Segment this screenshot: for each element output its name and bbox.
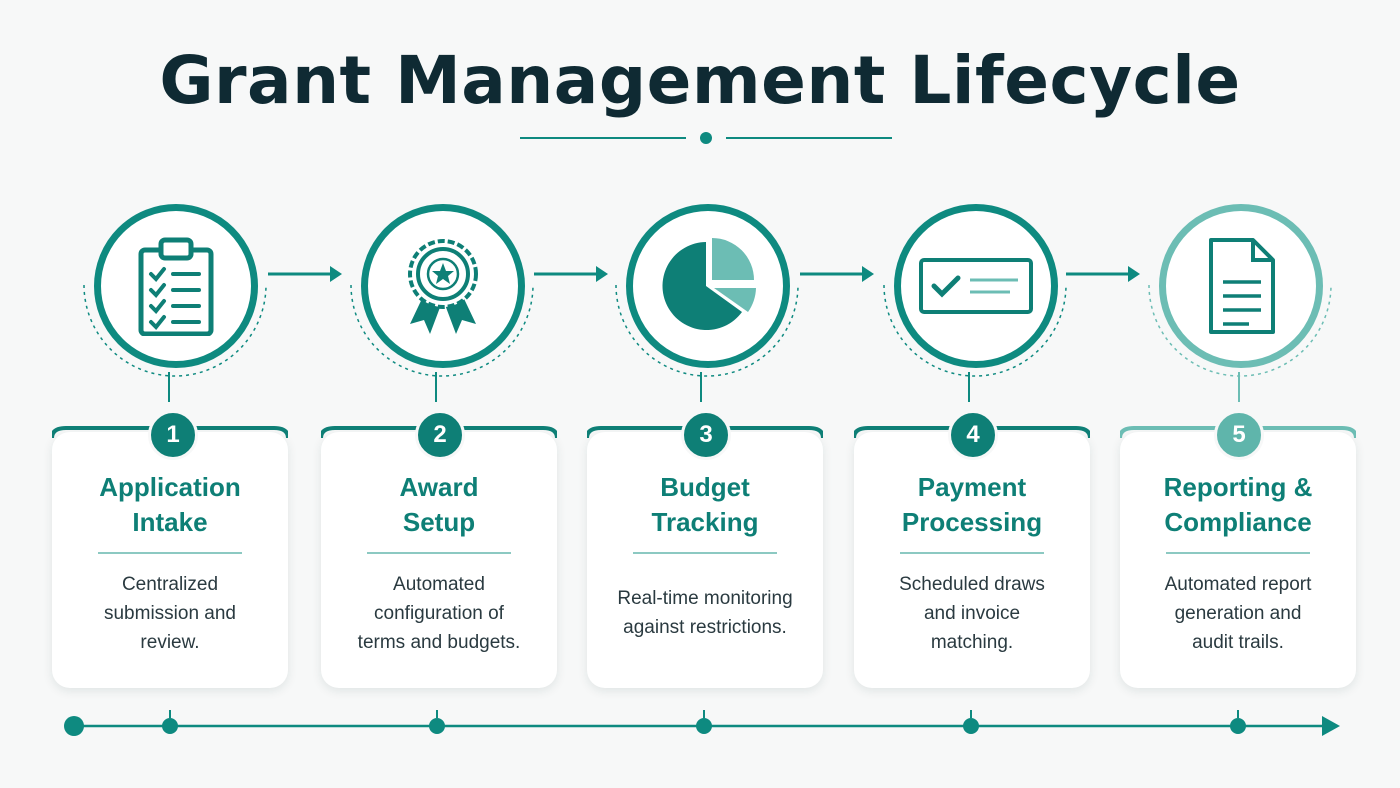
- title-divider: [520, 132, 892, 144]
- step-5-title: Reporting &Compliance: [1163, 472, 1313, 537]
- flow-arrow-2-3: [534, 266, 608, 282]
- pie-chart-icon: [662, 238, 756, 330]
- step-5-number-badge: 5: [1214, 410, 1264, 460]
- bottom-timeline: [64, 710, 1340, 736]
- step-2-number-badge: 2: [415, 410, 465, 460]
- step-4-icon-ring: [880, 190, 1070, 380]
- step-4-number-badge: 4: [948, 410, 998, 460]
- step-1-icon-ring: [80, 190, 270, 380]
- step-3-icon-ring: [612, 190, 802, 380]
- step-5-card: 5 Reporting &Compliance Automated report…: [1120, 410, 1356, 688]
- award-ribbon-icon: [408, 239, 478, 334]
- step-2-icon-ring: [347, 190, 537, 380]
- page-title: Grant Management Lifecycle: [159, 42, 1241, 119]
- document-icon: [1209, 238, 1275, 334]
- flow-arrow-3-4: [800, 266, 874, 282]
- step-3-number-badge: 3: [681, 410, 731, 460]
- step-5-icon-ring: [1145, 190, 1335, 380]
- flow-arrow-1-2: [268, 266, 342, 282]
- flow-arrow-4-5: [1066, 266, 1140, 282]
- check-payment-icon: [919, 258, 1033, 314]
- step-1-number-badge: 1: [148, 410, 198, 460]
- clipboard-checklist-icon: [138, 237, 214, 336]
